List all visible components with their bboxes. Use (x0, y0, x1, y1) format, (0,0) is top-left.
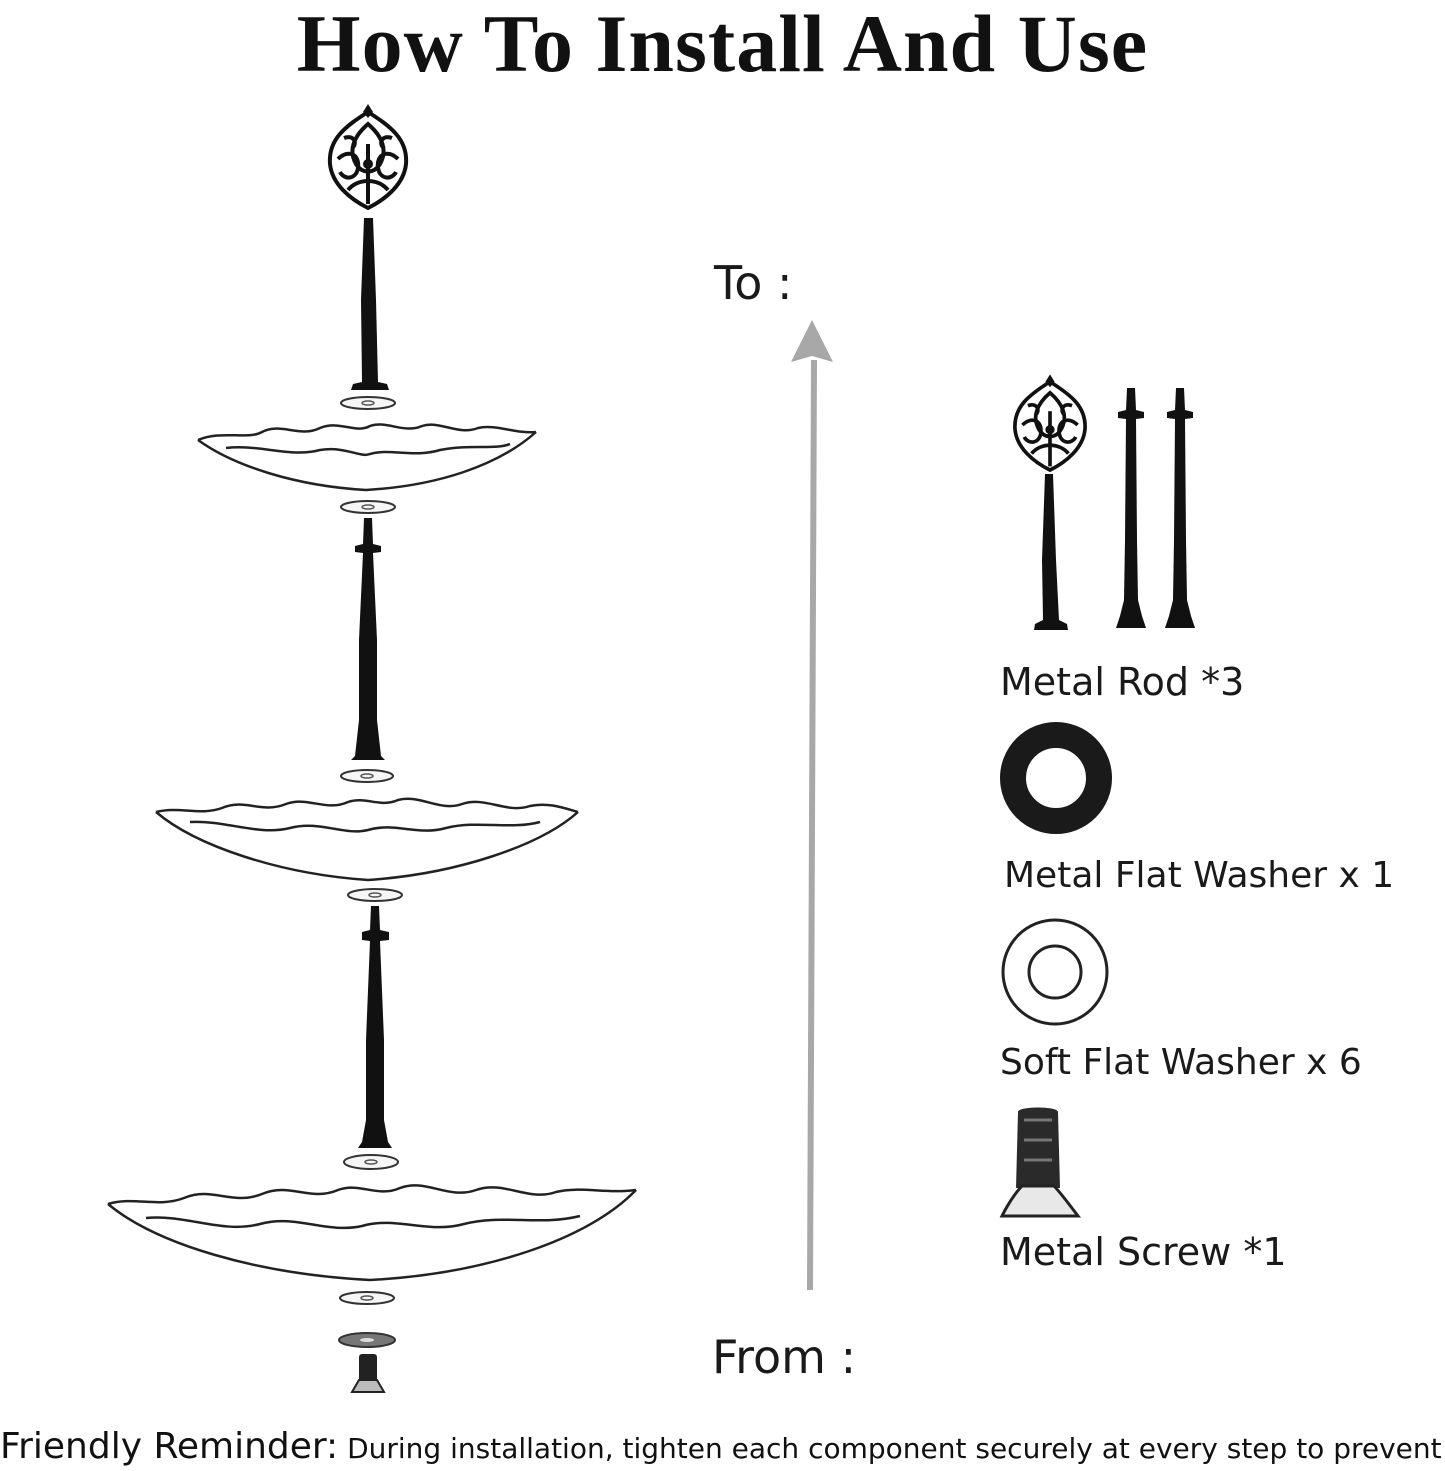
soft-washer-icon (348, 889, 402, 901)
soft-washer-icon (344, 1155, 398, 1169)
part-label-soft-flat-washer: Soft Flat Washer x 6 (1000, 1042, 1362, 1083)
metal-rod-icon (1165, 388, 1195, 628)
metal-flat-washer-icon (1013, 735, 1099, 821)
soft-washer-icon (341, 770, 393, 782)
finial-icon (330, 104, 406, 208)
middle-rod-icon (351, 518, 385, 760)
screw-icon (352, 1354, 384, 1392)
soft-washer-icon (340, 1292, 394, 1304)
soft-washer-icon (341, 397, 395, 409)
middle-plate-icon (156, 799, 578, 880)
metal-screw-icon (1002, 1108, 1078, 1217)
reminder-heading: Friendly Reminder: (0, 1426, 338, 1467)
metal-rod-icon (1116, 388, 1146, 628)
part-label-metal-rod: Metal Rod *3 (1000, 660, 1244, 704)
to-label: To : (714, 256, 793, 310)
top-rod-icon (351, 218, 389, 390)
friendly-reminder: Friendly Reminder: During installation, … (0, 1426, 1445, 1467)
lower-rod-icon (358, 906, 392, 1148)
bottom-plate-icon (108, 1185, 636, 1280)
reminder-text: During installation, tighten each compon… (338, 1432, 1441, 1465)
metal-washer-icon (339, 1333, 395, 1347)
metal-rod-icon (1015, 374, 1085, 470)
soft-washer-icon (341, 501, 395, 513)
from-label: From : (712, 1330, 856, 1384)
soft-flat-washer-icon (1003, 920, 1107, 1024)
metal-rod-icon (1034, 474, 1068, 630)
top-plate-icon (198, 424, 536, 490)
direction-arrow (791, 320, 833, 1290)
part-label-metal-flat-washer: Metal Flat Washer x 1 (1004, 855, 1394, 896)
part-label-metal-screw: Metal Screw *1 (1000, 1230, 1287, 1274)
